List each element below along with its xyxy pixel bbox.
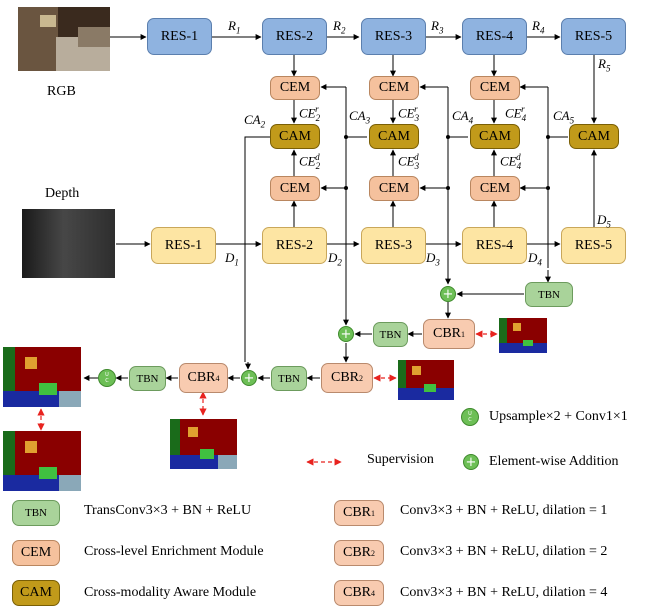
- ca2-label: CA2: [244, 112, 266, 130]
- r1-label: R1: [228, 18, 241, 36]
- depth-input-label: Depth: [45, 186, 80, 201]
- cem-depth-3: CEM: [369, 176, 419, 201]
- cem-depth-4: CEM: [470, 176, 520, 201]
- r5-label: R5: [598, 56, 611, 74]
- final-prediction-map: [3, 347, 81, 407]
- rgb-res-4: RES-4: [462, 18, 527, 55]
- r3-label: R3: [431, 18, 444, 36]
- cem-rgb-3: CEM: [369, 76, 419, 100]
- cam-5: CAM: [569, 124, 619, 149]
- cem-rgb-2: CEM: [270, 76, 320, 100]
- rgb-input-label: RGB: [47, 84, 76, 99]
- tbn-left: TBN: [129, 366, 166, 391]
- add-op-3: +: [241, 370, 257, 386]
- r4-label: R4: [532, 18, 545, 36]
- legend-cem-desc: Cross-level Enrichment Module: [84, 544, 264, 559]
- legend-tbn-desc: TransConv3×3 + BN + ReLU: [84, 503, 252, 518]
- depth-res-3: RES-3: [361, 227, 426, 264]
- ce2d-label: CE2d: [299, 152, 321, 171]
- legend-tbn-tag: TBN: [12, 500, 60, 526]
- legend-cbr4-desc: Conv3×3 + BN + ReLU, dilation = 4: [400, 585, 608, 600]
- supervision-map-cbr2: [398, 360, 454, 400]
- add-op-2: +: [338, 326, 354, 342]
- legend-upsample-desc: Upsample×2 + Conv1×1: [489, 409, 628, 424]
- legend-cbr1-desc: Conv3×3 + BN + ReLU, dilation = 1: [400, 503, 608, 518]
- rgb-res-2: RES-2: [262, 18, 327, 55]
- legend-cbr2-desc: Conv3×3 + BN + ReLU, dilation = 2: [400, 544, 608, 559]
- depth-res-1: RES-1: [151, 227, 216, 264]
- depth-res-4: RES-4: [462, 227, 527, 264]
- tbn-mid-1: TBN: [373, 322, 408, 347]
- legend-cem-tag: CEM: [12, 540, 60, 566]
- d1-label: D1: [225, 250, 239, 268]
- ce3r-label: CE3r: [398, 104, 420, 123]
- legend-addition-desc: Element-wise Addition: [489, 454, 619, 469]
- ca5-label: CA5: [553, 108, 575, 126]
- d3-label: D3: [426, 250, 440, 268]
- ca4-label: CA4: [452, 108, 474, 126]
- depth-res-2: RES-2: [262, 227, 327, 264]
- r2-label: R2: [333, 18, 346, 36]
- legend-supervision-desc: Supervision: [367, 452, 434, 467]
- depth-res-5: RES-5: [561, 227, 626, 264]
- d2-label: D2: [328, 250, 342, 268]
- depth-input-image: [22, 209, 115, 278]
- rgb-res-5: RES-5: [561, 18, 626, 55]
- ground-truth-map: [3, 431, 81, 491]
- cam-2: CAM: [270, 124, 320, 149]
- ce4r-label: CE4r: [505, 104, 527, 123]
- supervision-map-cbr1: [499, 318, 547, 353]
- supervision-map-cbr4: [170, 419, 237, 469]
- cam-4: CAM: [470, 124, 520, 149]
- ce3d-label: CE3d: [398, 152, 420, 171]
- legend-cam-tag: CAM: [12, 580, 60, 606]
- ce4d-label: CE4d: [500, 152, 522, 171]
- ca3-label: CA3: [349, 108, 371, 126]
- cem-depth-2: CEM: [270, 176, 320, 201]
- legend-cam-desc: Cross-modality Aware Module: [84, 585, 257, 600]
- tbn-right: TBN: [525, 282, 573, 307]
- legend-addition-icon: +: [463, 454, 479, 470]
- ce2r-label: CE2r: [299, 104, 321, 123]
- tbn-mid-2: TBN: [271, 366, 307, 391]
- rgb-res-3: RES-3: [361, 18, 426, 55]
- d5-label: D5: [597, 212, 611, 230]
- add-op-1: +: [440, 286, 456, 302]
- rgb-input-image: [18, 7, 110, 71]
- cem-rgb-4: CEM: [470, 76, 520, 100]
- rgb-res-1: RES-1: [147, 18, 212, 55]
- d4-label: D4: [528, 250, 542, 268]
- cam-3: CAM: [369, 124, 419, 149]
